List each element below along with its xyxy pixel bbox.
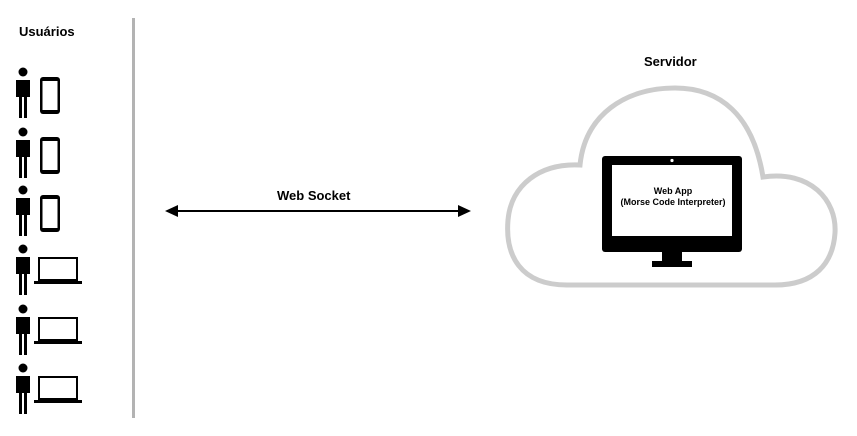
person-with-laptop-icon xyxy=(16,363,82,414)
user-device-row xyxy=(14,243,84,295)
person-with-phone-icon xyxy=(16,67,60,118)
double-arrow-icon xyxy=(165,205,471,217)
divider-line xyxy=(132,18,135,418)
user-device-row xyxy=(14,126,84,178)
person-with-phone-icon xyxy=(16,127,60,178)
web-socket-label: Web Socket xyxy=(277,188,351,203)
server-title: Servidor xyxy=(644,54,697,69)
user-device-row xyxy=(14,362,84,414)
person-with-laptop-icon xyxy=(16,304,82,355)
user-device-row xyxy=(14,303,84,355)
monitor-screen: Web App (Morse Code Interpreter) xyxy=(612,186,734,208)
user-device-row xyxy=(14,66,84,118)
user-device-row xyxy=(14,184,84,236)
app-name: Web App xyxy=(653,186,693,196)
monitor-icon xyxy=(602,156,742,267)
users-title: Usuários xyxy=(19,24,75,39)
person-with-laptop-icon xyxy=(16,244,82,295)
person-with-phone-icon xyxy=(16,185,60,236)
app-description: (Morse Code Interpreter) xyxy=(620,197,726,207)
